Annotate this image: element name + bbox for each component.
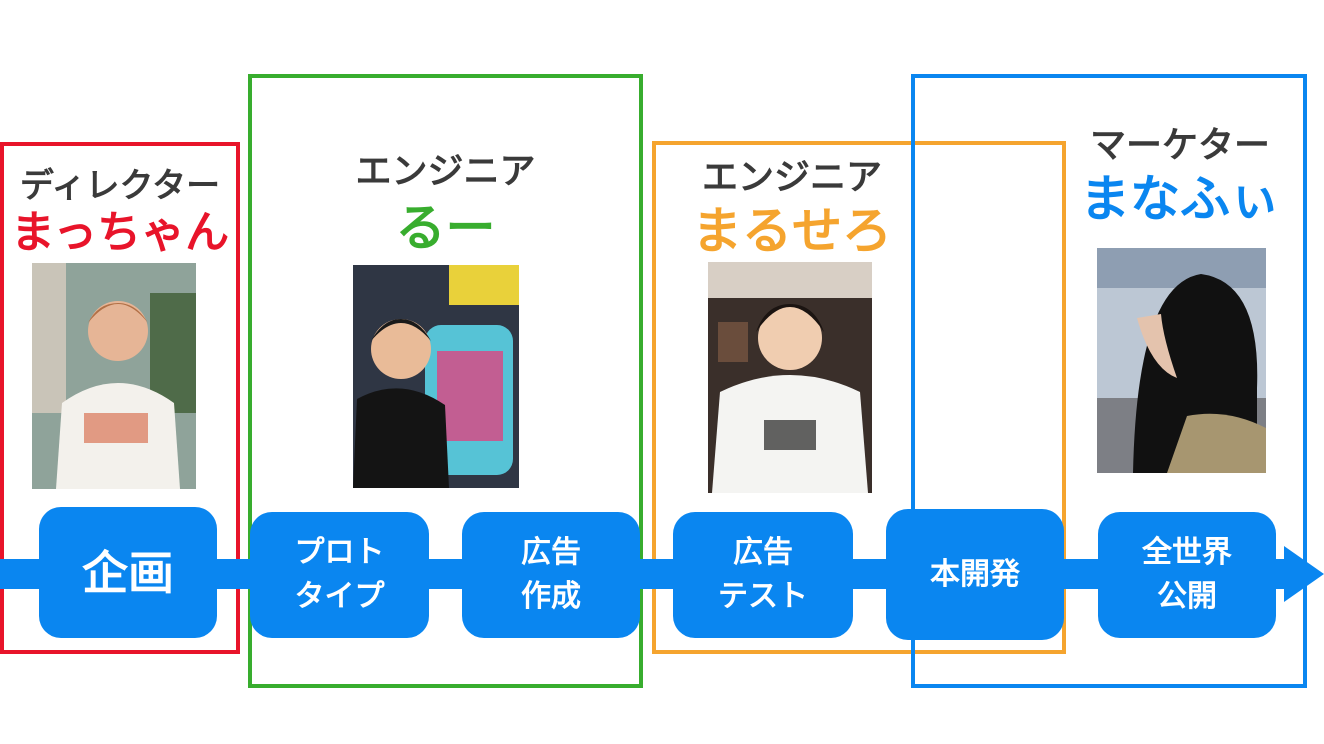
step-planning: 企画 [39, 507, 217, 638]
member-photo-director [32, 263, 196, 489]
engineer-frame-2 [652, 141, 1066, 654]
step-global-release: 全世界 公開 [1098, 512, 1276, 638]
member-name-engineer-1: るー [395, 199, 496, 257]
person-photo-icon [353, 265, 519, 488]
member-name-engineer-2: まるせろ [692, 202, 892, 260]
person-photo-icon [32, 263, 196, 489]
engineer-frame-1 [248, 74, 643, 688]
member-photo-engineer-1 [353, 265, 519, 488]
person-photo-icon [708, 262, 872, 493]
marketer-frame [911, 74, 1307, 688]
step-main-development: 本開発 [886, 509, 1064, 640]
member-photo-marketer [1097, 248, 1266, 473]
person-photo-icon [1097, 248, 1266, 473]
role-label-marketer: マーケター [1089, 125, 1270, 166]
member-photo-engineer-2 [708, 262, 872, 493]
member-name-marketer: まなふぃ [1080, 170, 1280, 228]
member-name-director: まっちゃん [10, 207, 230, 258]
role-label-director: ディレクター [19, 166, 221, 206]
step-ad-creation: 広告 作成 [462, 512, 640, 638]
step-ad-test: 広告 テスト [673, 512, 853, 638]
director-frame [0, 142, 240, 654]
role-label-engineer-1: エンジニア [355, 151, 536, 192]
role-label-engineer-2: エンジニア [701, 157, 882, 198]
step-prototype: プロト タイプ [250, 512, 429, 638]
